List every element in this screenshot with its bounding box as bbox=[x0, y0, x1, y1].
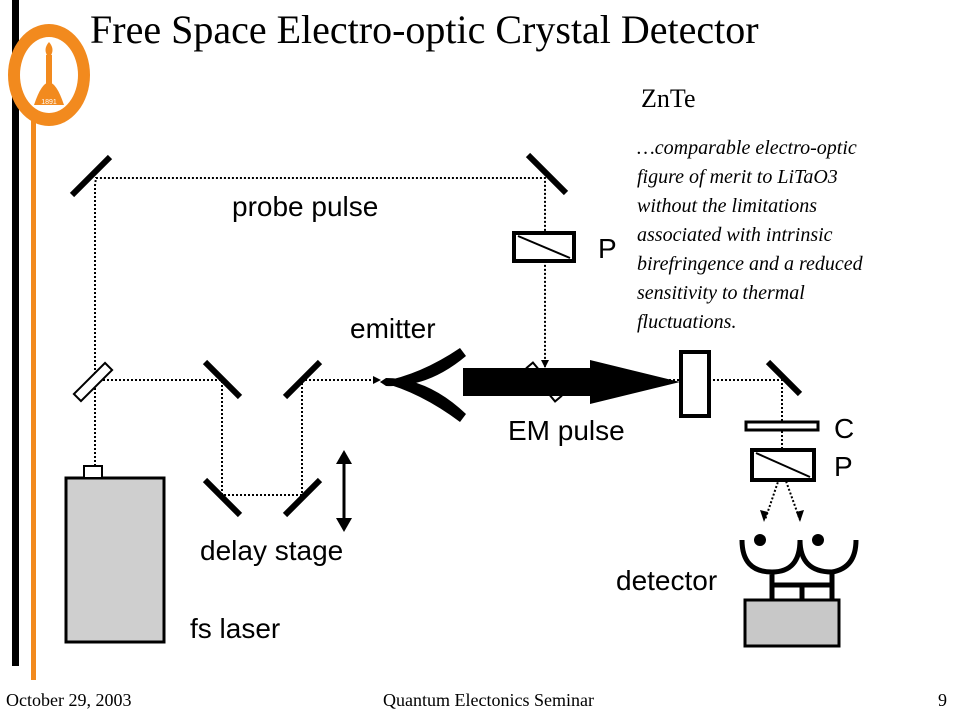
mirror-delay-top-right bbox=[282, 359, 323, 400]
pump-arrow-icon bbox=[373, 376, 381, 384]
detector-arrow-left-icon bbox=[760, 510, 768, 522]
mirror-top-left bbox=[69, 154, 113, 198]
label-emitter: emitter bbox=[350, 313, 436, 344]
em-pulse-arrow bbox=[463, 360, 680, 404]
znte-line: without the limitations bbox=[637, 195, 818, 217]
label-detector: detector bbox=[616, 565, 717, 596]
znte-crystal bbox=[679, 350, 711, 418]
beamsplitter-laser bbox=[72, 361, 114, 403]
detector-arrow-right-icon bbox=[796, 510, 804, 522]
label-polarizer-bottom: P bbox=[834, 451, 853, 482]
label-polarizer-top: P bbox=[598, 233, 617, 264]
mirror-top-right bbox=[525, 152, 569, 196]
slide-title: Free Space Electro-optic Crystal Detecto… bbox=[90, 7, 759, 52]
znte-line: sensitivity to thermal bbox=[637, 282, 805, 304]
label-compensator: C bbox=[834, 413, 854, 444]
sidebar-black-bar bbox=[12, 0, 19, 666]
label-em-pulse: EM pulse bbox=[508, 415, 625, 446]
sidebar-orange-bar bbox=[31, 94, 36, 680]
znte-description: …comparable electro-optic figure of meri… bbox=[637, 134, 927, 337]
mirror-delay-bottom-right bbox=[282, 477, 323, 518]
delay-stage-arrow-icon bbox=[336, 450, 352, 464]
footer-page-number: 9 bbox=[938, 690, 947, 710]
detector-electronics-box bbox=[743, 598, 841, 648]
photodiode-right bbox=[812, 534, 824, 546]
fs-laser-box bbox=[64, 476, 166, 644]
photodiode-pair bbox=[739, 539, 859, 600]
label-fs-laser: fs laser bbox=[190, 613, 280, 644]
znte-line: fluctuations. bbox=[637, 311, 737, 333]
znte-heading: ZnTe bbox=[641, 84, 696, 113]
znte-line: birefringence and a reduced bbox=[637, 253, 863, 275]
compensator-plate bbox=[744, 420, 820, 432]
pump-beam-path bbox=[95, 379, 372, 496]
svg-text:1891: 1891 bbox=[41, 99, 57, 106]
mirror-delay-top-left bbox=[202, 359, 243, 400]
photodiode-left bbox=[754, 534, 766, 546]
znte-line: associated with intrinsic bbox=[637, 224, 833, 246]
znte-line: figure of merit to LiTaO3 bbox=[637, 166, 838, 188]
footer-date: October 29, 2003 bbox=[6, 690, 132, 710]
caltech-seal-logo: 1891 bbox=[8, 24, 90, 126]
probe-arrow-icon bbox=[541, 360, 549, 368]
footer-seminar: Quantum Electonics Seminar bbox=[383, 690, 594, 710]
mirror-delay-bottom-left bbox=[202, 477, 243, 518]
mirror-detector bbox=[765, 359, 803, 397]
label-delay-stage: delay stage bbox=[200, 535, 343, 566]
label-probe-pulse: probe pulse bbox=[232, 191, 378, 222]
znte-line: …comparable electro-optic bbox=[637, 137, 857, 159]
